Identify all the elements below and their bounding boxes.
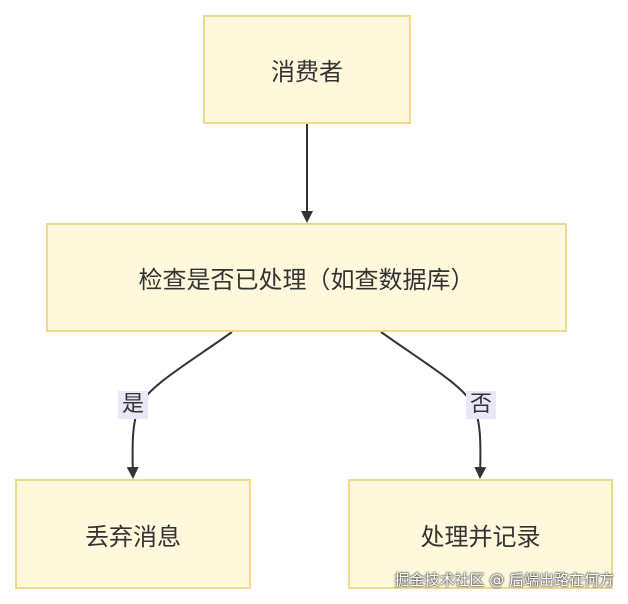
node-process-and-record-label: 处理并记录 (420, 522, 541, 551)
node-discard-message-label: 丢弃消息 (85, 522, 181, 551)
node-consumer-label: 消费者 (271, 58, 343, 86)
node-discard-message: 丢弃消息 (15, 479, 251, 589)
edge-label-no: 否 (466, 391, 497, 419)
edge-label-yes: 是 (118, 391, 149, 419)
node-process-and-record: 处理并记录 (348, 479, 613, 589)
watermark: 掘金技术社区 @ 后端出路在何方 (394, 571, 614, 589)
node-check-processed: 检查是否已处理（如查数据库） (46, 223, 567, 332)
node-consumer: 消费者 (203, 15, 411, 124)
node-check-processed-label: 检查是否已处理（如查数据库） (138, 266, 475, 294)
